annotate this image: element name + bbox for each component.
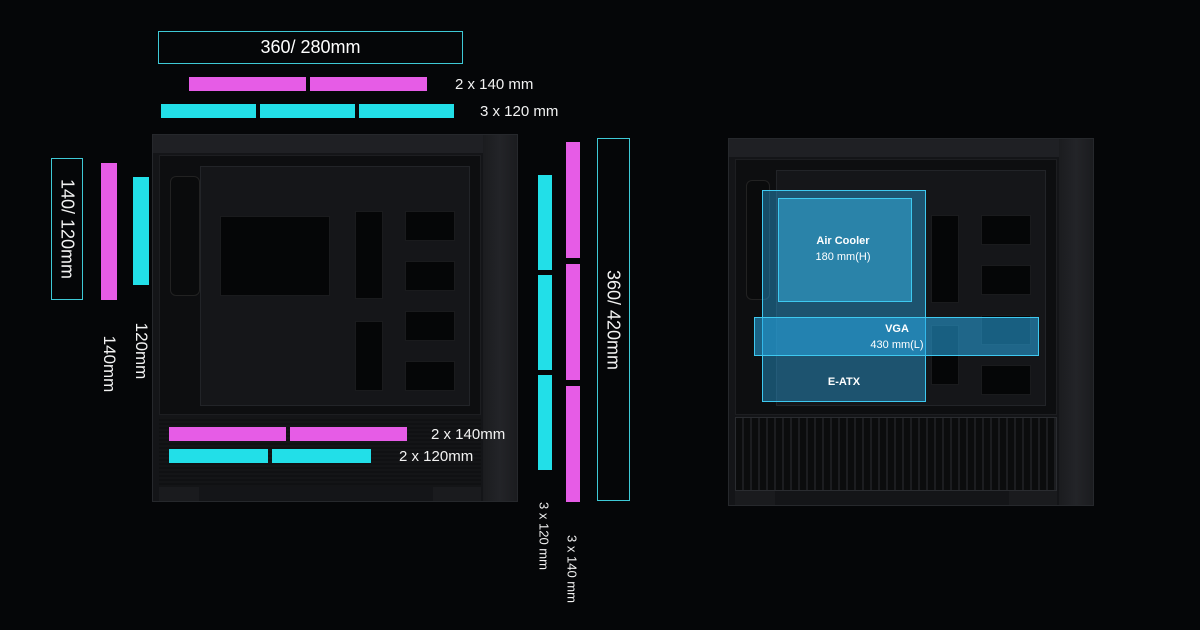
rear-radiator-label: 140/ 120mm [57, 178, 78, 280]
left-tray-cutout [405, 361, 455, 391]
top-140-fan-bar [189, 77, 306, 91]
air-cooler-label: Air Cooler 180 mm(H) [778, 233, 908, 265]
front-120-fan-bar [538, 275, 552, 370]
front-radiator-frame [597, 138, 630, 501]
rear-140-label: 140mm [100, 335, 119, 393]
front-140-fan-bar [566, 264, 580, 380]
top-radiator-label: 360/ 280mm [260, 37, 361, 57]
left-tray-cutout [405, 311, 455, 341]
eatx-highlight [762, 190, 926, 402]
air-cooler-title: Air Cooler [816, 235, 870, 247]
right-tray-cutout [931, 215, 959, 303]
eatx-title: E-ATX [827, 376, 861, 388]
bottom-120-label: 2 x 120mm [399, 448, 474, 465]
top-radiator-frame [158, 31, 463, 64]
top-120-fan-bar [161, 104, 256, 118]
top-120-label: 3 x 120 mm [480, 103, 559, 120]
left-rear-fan [170, 176, 200, 296]
vga-title: VGA [885, 323, 909, 335]
bottom-120-fan-bar [169, 449, 268, 463]
eatx-label: E-ATX [814, 374, 874, 390]
top-140-label: 2 x 140 mm [455, 76, 534, 93]
left-tray-cutout [220, 216, 330, 296]
left-tray-cutout [405, 261, 455, 291]
vga-highlight [754, 317, 1039, 356]
front-120-fan-bar [538, 375, 552, 470]
air-cooler-highlight [778, 198, 912, 302]
front-140-fan-bar [566, 386, 580, 502]
front-radiator-label: 360/ 420mm [603, 269, 624, 371]
right-psu-shroud [735, 417, 1057, 491]
left-tray-cutout [355, 321, 383, 391]
left-case-foot [159, 487, 199, 501]
right-tray-cutout [981, 265, 1031, 295]
left-case-top-panel [153, 135, 517, 153]
right-tray-cutout [981, 365, 1031, 395]
front-140-label: 3 x 140 mm [564, 535, 580, 603]
right-rear-fan [746, 180, 770, 300]
right-case-foot [735, 491, 775, 505]
rear-120-fan-bar [133, 177, 149, 285]
front-140-fan-bar [566, 142, 580, 258]
top-120-fan-bar [260, 104, 355, 118]
bottom-140-label: 2 x 140mm [431, 426, 506, 443]
vga-value: 430 mm(L) [870, 339, 924, 351]
air-cooler-value: 180 mm(H) [815, 251, 871, 263]
left-case-foot [433, 487, 481, 501]
top-140-fan-bar [310, 77, 427, 91]
top-120-fan-bar [359, 104, 454, 118]
left-case [152, 134, 518, 502]
front-120-label: 3 x 120 mm [536, 502, 552, 570]
right-case-front-panel [1059, 139, 1093, 505]
left-tray-cutout [355, 211, 383, 299]
right-tray-cutout [981, 215, 1031, 245]
rear-120-label: 120mm [132, 322, 151, 380]
bottom-120-fan-bar [272, 449, 371, 463]
right-case-foot [1009, 491, 1057, 505]
left-case-front-panel [483, 135, 517, 501]
left-case-interior [159, 155, 481, 415]
front-120-fan-bar [538, 175, 552, 270]
vga-label: VGA 430 mm(L) [850, 321, 944, 353]
bottom-140-fan-bar [169, 427, 286, 441]
left-tray-cutout [405, 211, 455, 241]
bottom-140-fan-bar [290, 427, 407, 441]
rear-radiator-frame [51, 158, 83, 300]
right-case-top-panel [729, 139, 1093, 157]
rear-140-fan-bar [101, 163, 117, 300]
